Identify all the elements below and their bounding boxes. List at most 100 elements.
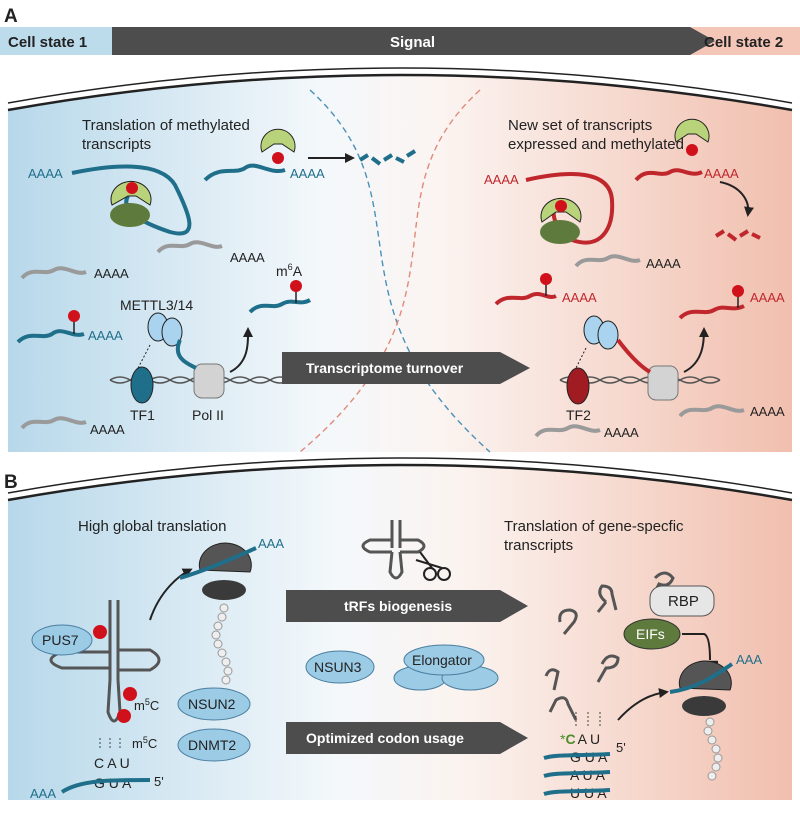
dnmt2-label: DNMT2 (188, 737, 236, 753)
codon-label: Optimized codon usage (306, 730, 464, 746)
decaying-mrna-left: AAAA (203, 128, 417, 182)
translation-arrow (617, 688, 669, 721)
base-pairing (99, 738, 121, 750)
trna-left (49, 600, 161, 723)
rbp-protein (649, 585, 715, 617)
five-prime-label: 5' (616, 740, 626, 755)
tf1-protein (130, 366, 154, 404)
poly-a-label: AAAA (562, 290, 597, 305)
pus7-enzyme (31, 624, 93, 656)
reader-protein (260, 128, 296, 153)
translated-mrna-left: AAAA (28, 164, 192, 236)
signal-arrow (112, 27, 715, 55)
dnmt2-enzyme (177, 728, 251, 762)
grey-mrna (20, 266, 87, 280)
poly-a-label: AAAA (704, 166, 739, 181)
grey-mrna (20, 416, 87, 430)
trna-cleavage-icon (361, 520, 426, 580)
signal-label: Signal (390, 34, 435, 51)
five-prime-label: 5' (154, 774, 164, 789)
pol2-complex (647, 365, 679, 401)
panel-b-letter: B (4, 472, 18, 493)
state1-box (0, 27, 112, 55)
decay-curve-blue (309, 89, 491, 453)
cell-b-membrane (7, 463, 793, 502)
state1-label: Cell state 1 (8, 34, 87, 51)
mrna-strand (678, 304, 745, 320)
degraded-fragments (714, 229, 761, 242)
poly-a-label: AAAA (750, 290, 785, 305)
eifs-label: EIFs (636, 626, 665, 642)
transcription-arrow (229, 327, 254, 373)
ribosome-small-subunit (682, 696, 726, 716)
right-caption-line1: Translation of gene-specfic (504, 518, 684, 535)
ribosome-small-subunit (110, 203, 150, 227)
nsun2-label: NSUN2 (188, 696, 236, 712)
cell-b-membrane-outer (7, 457, 793, 494)
poly-a-label: AAAA (90, 422, 125, 437)
elongator-label: Elongator (412, 652, 472, 668)
mettl14-protein (597, 320, 619, 350)
cell-a-membrane (7, 73, 793, 112)
poly-a-label: AAAA (88, 328, 123, 343)
mrna-strand (634, 168, 703, 182)
rise-curve-red (299, 89, 481, 453)
mrna-strand (248, 298, 312, 314)
decaying-mrna-right: AAAA (634, 118, 761, 242)
trfs-label: tRFs biogenesis (344, 598, 452, 614)
trna-fragments (544, 571, 675, 721)
degraded-fragments (358, 149, 417, 166)
nascent-rna (176, 339, 197, 370)
mrna-strand (543, 770, 611, 778)
m6a-mark (686, 144, 698, 156)
poly-a-label: AAAA (230, 250, 265, 265)
signal-bar: Cell state 1 Signal Cell state 2 (0, 27, 800, 55)
scissors-icon (415, 551, 451, 581)
elongator-complex (393, 644, 499, 691)
m6a-label: m6A (276, 262, 303, 279)
poly-a-label: AAA (258, 536, 284, 551)
decay-arrow (719, 181, 754, 217)
modification-mark (123, 687, 137, 701)
mrna-strand (669, 662, 734, 694)
poly-a-label: AAAA (94, 266, 129, 281)
m5c-label-1: m5C (134, 697, 159, 713)
ribosome-large-subunit (678, 660, 732, 691)
right-caption-line2: transcripts (504, 537, 573, 554)
tf2-label: TF2 (566, 407, 591, 423)
nascent-rna (616, 338, 652, 374)
right-caption-line2: expressed and methylated (508, 136, 684, 153)
grey-mrna (678, 404, 745, 418)
nascent-peptide (211, 603, 233, 685)
m6a-mark (290, 280, 302, 292)
tf2-protein (566, 367, 590, 405)
pol2-complex (193, 363, 225, 399)
trna-t-arm (118, 648, 161, 672)
grey-mrna (574, 254, 641, 268)
codon-arrow (286, 722, 528, 754)
poly-a-label: AAA (30, 786, 56, 801)
transcription-arrow (683, 327, 709, 373)
turnover-label: Transcriptome turnover (306, 360, 464, 376)
modification-mark (93, 625, 107, 639)
pol2-label: Pol II (192, 407, 224, 423)
mrna-strand (203, 163, 286, 182)
inhibition-line (682, 633, 711, 661)
poly-a-label: AAA (736, 652, 762, 667)
trfs-arrow (286, 590, 528, 622)
right-caption-line1: New set of transcripts (508, 117, 652, 134)
modification-mark (117, 709, 131, 723)
m6a-mark (126, 182, 138, 194)
anticodon-left: C A U (94, 755, 130, 771)
m5c-label-2: m5C (132, 735, 157, 751)
poly-a-label: AAAA (646, 256, 681, 271)
poly-a-label: AAAA (604, 425, 639, 440)
nsun3-label: NSUN3 (314, 659, 362, 675)
ribosome-small-subunit (540, 220, 580, 244)
mettl14-protein (161, 317, 183, 347)
mrna-strand (60, 778, 151, 794)
cell-a-membrane-outer (7, 67, 793, 104)
rbp-label: RBP (668, 593, 699, 610)
